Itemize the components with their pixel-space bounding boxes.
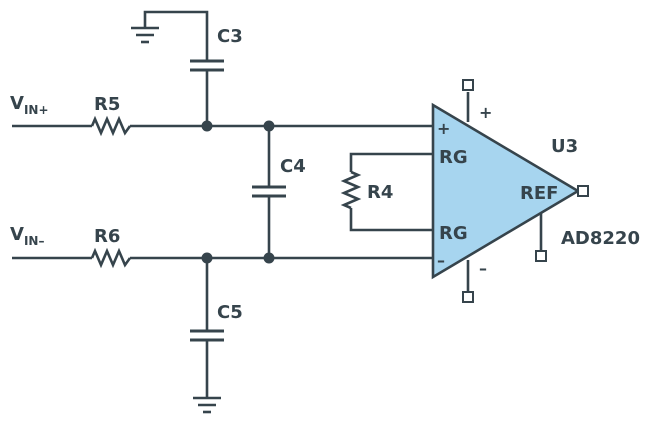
pin-terminal-icon: [462, 291, 474, 303]
vin-neg-main: V: [10, 224, 24, 245]
supply-plus-sign: +: [479, 103, 492, 122]
junction-dot: [201, 252, 213, 264]
supply-minus-sign: –: [479, 259, 487, 278]
ground-icon: [131, 26, 159, 44]
capacitor-c3-label: C3: [217, 26, 243, 47]
pin-terminal-icon: [535, 250, 547, 262]
junction-dot: [263, 252, 275, 264]
inverting-input-sign: –: [437, 251, 445, 270]
rg-bottom-label: RG: [439, 223, 468, 244]
vin-pos-label: VIN+: [10, 93, 49, 117]
pin-terminal-icon: [462, 79, 474, 91]
resistor-r5-label: R5: [94, 94, 120, 115]
rg-top-label: RG: [439, 147, 468, 168]
vin-pos-main: V: [10, 93, 24, 114]
resistor-r6-label: R6: [94, 226, 120, 247]
pin-terminal-icon: [577, 185, 589, 197]
vin-pos-subscript: IN+: [24, 103, 49, 117]
amplifier-designator: U3: [551, 136, 578, 157]
resistor-r6-zigzag: [90, 247, 132, 269]
resistor-r4-zigzag: [340, 170, 362, 210]
capacitor-c5-label: C5: [217, 302, 243, 323]
resistor-r4-label: R4: [367, 182, 393, 203]
junction-dot: [201, 120, 213, 132]
r4-upper-lead: [349, 152, 433, 172]
noninverting-input-sign: +: [437, 119, 450, 138]
ground-icon: [193, 396, 221, 414]
vin-neg-subscript: IN–: [24, 234, 45, 248]
junction-dot: [263, 120, 275, 132]
c3-ground-lead: [143, 10, 209, 61]
resistor-r5-zigzag: [90, 115, 132, 137]
vin-neg-label: VIN–: [10, 224, 44, 248]
in-amp-triangle: [431, 102, 581, 280]
capacitor-c4-label: C4: [280, 156, 306, 177]
ref-label: REF: [520, 183, 558, 204]
r4-lower-lead: [349, 208, 433, 232]
amplifier-part-number: AD8220: [561, 228, 640, 249]
